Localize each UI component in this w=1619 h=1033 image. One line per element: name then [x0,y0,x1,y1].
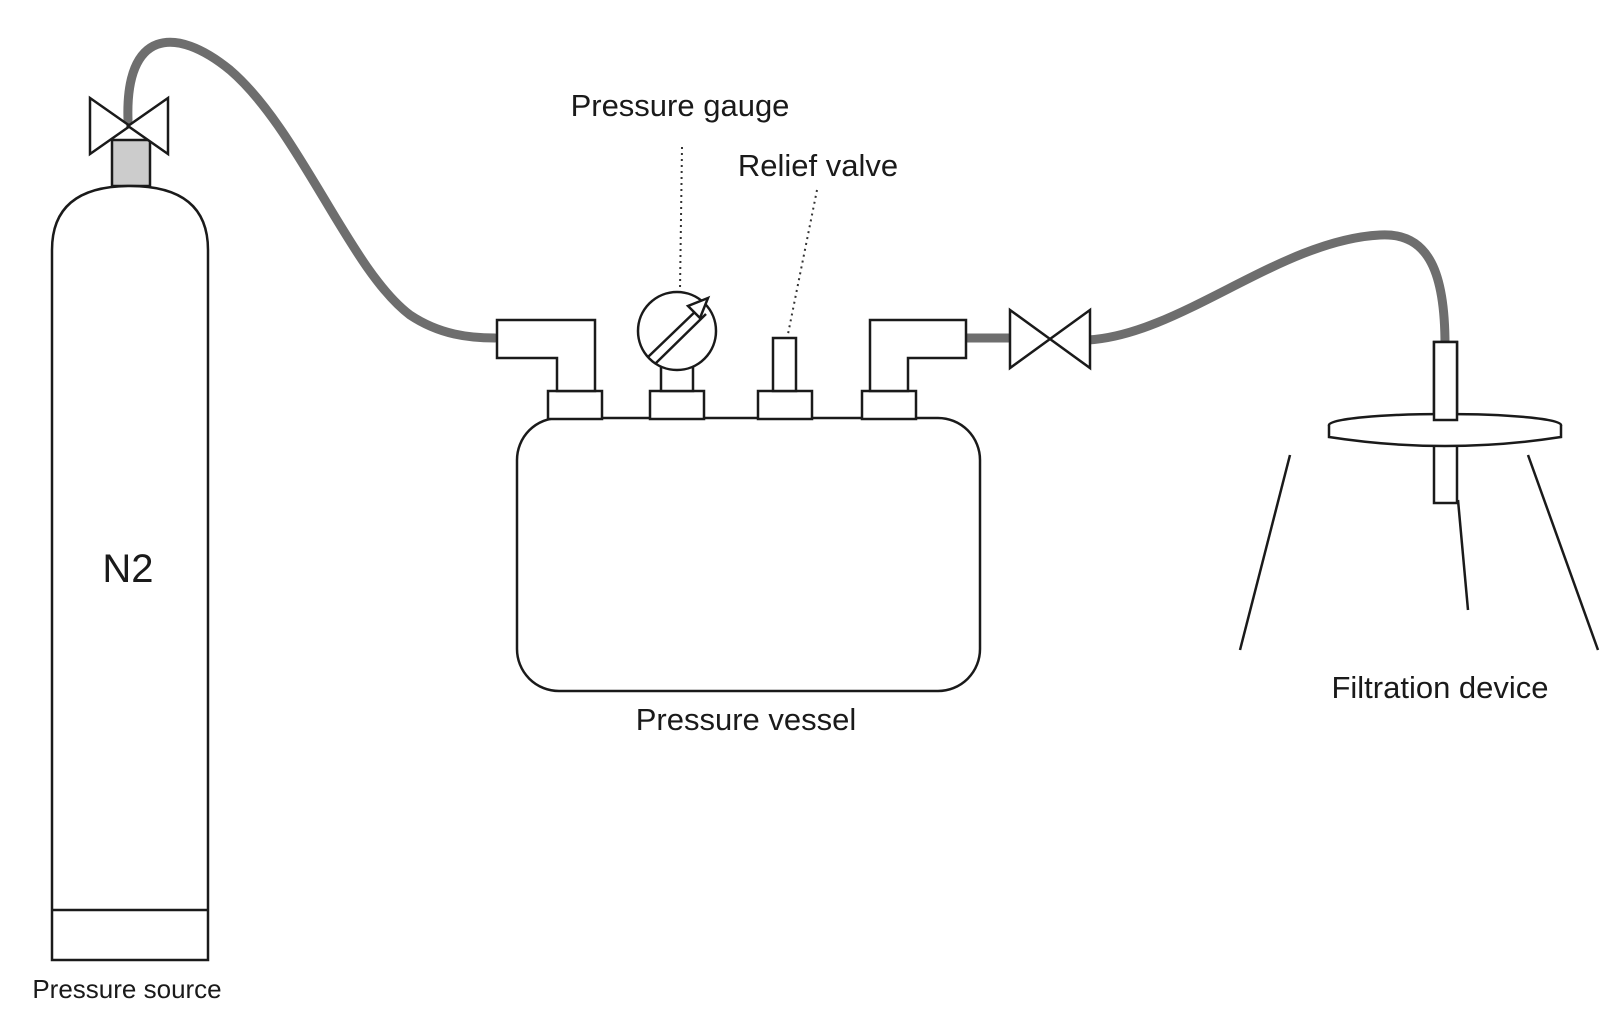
outlet-valve-icon [1008,307,1092,371]
cylinder-body [50,184,210,962]
cylinder-gas-label: N2 [102,547,153,591]
cylinder-neck [110,138,152,188]
pressure-vessel [495,290,982,693]
relief-valve-icon [771,336,798,393]
cylinder-valve-icon [88,95,170,157]
vessel-port-2 [648,389,706,421]
relief-valve-leader-line [787,189,818,335]
vessel-body [515,416,982,693]
pressure-gauge-label: Pressure gauge [571,88,790,123]
vessel-port-3 [756,389,814,421]
pressure-gauge-icon [636,290,718,393]
gauge-leader-line [679,146,683,291]
outlet-elbow-fitting [868,318,968,393]
pressure-source-label: Pressure source [32,974,221,1004]
hose-cylinder-to-vessel [123,37,500,343]
filtration-device [1238,340,1600,651]
vessel-port-1 [546,389,604,421]
hose-vessel-to-filter [1083,230,1450,350]
gas-cylinder [50,95,210,962]
filtration-device-label: Filtration device [1331,670,1548,705]
inlet-elbow-fitting [495,318,597,393]
pressure-vessel-label: Pressure vessel [636,702,857,737]
vessel-port-4 [860,389,918,421]
relief-valve-label: Relief valve [738,148,898,183]
filter-housing-rim [1327,425,1563,448]
